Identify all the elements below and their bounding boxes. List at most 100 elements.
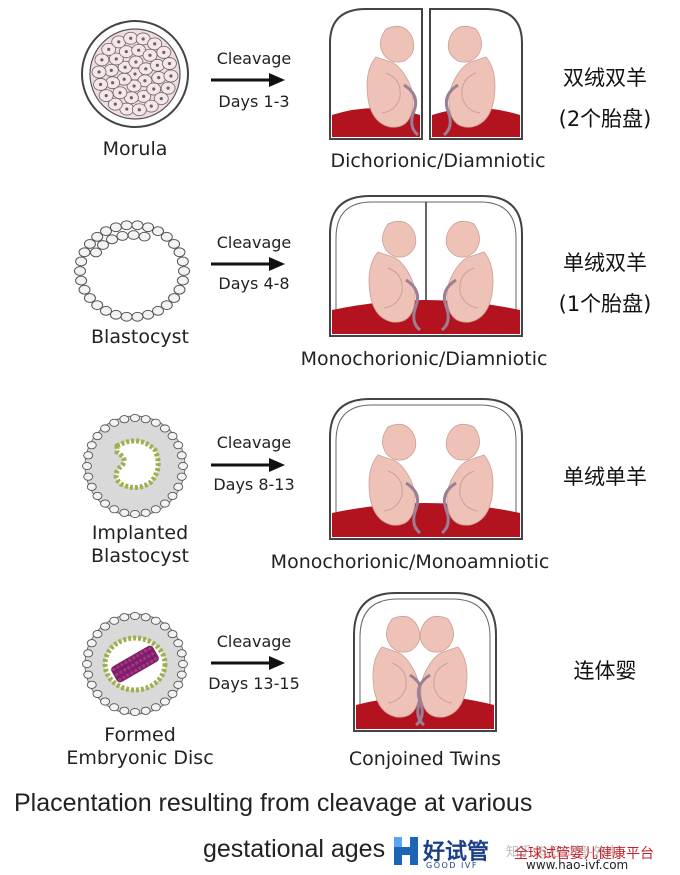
cell-nucleus [169,74,173,78]
inner-cell-mass [116,231,129,241]
cell [140,415,151,424]
monochorionic-monoamniotic-illustration [329,398,523,540]
disc-cell [139,659,143,663]
cell [83,239,96,249]
cell [91,231,104,242]
disc-cell [120,663,124,667]
cell [131,220,144,231]
disc-cell [139,651,144,655]
cell [78,247,91,258]
cell-nucleus [157,76,161,80]
cell-nucleus [155,63,159,67]
cell [92,432,103,441]
cell-nucleus [162,50,166,55]
cell [120,311,133,322]
disc-cell [128,658,132,662]
cell [82,461,92,471]
arrow-icon [211,73,285,87]
cell [140,508,151,517]
cell [130,413,140,423]
cell [86,680,97,689]
chinese-placenta-count: (2个胎盘) [558,107,652,131]
cell [168,239,181,249]
cell-nucleus [98,82,103,87]
cell [159,697,170,706]
cell-nucleus [113,102,117,106]
umbilical-cord [405,481,422,535]
cell-nucleus [153,42,157,46]
cell [100,424,111,433]
disc-cell [149,659,154,663]
cell [109,222,122,233]
disc-cell [153,657,158,661]
cell-nucleus [137,108,141,112]
cell [176,451,187,460]
cell [120,220,133,231]
cell [150,703,161,712]
fetus-limb [459,470,479,512]
cell-nucleus [144,67,148,71]
cell [83,670,94,679]
cell-nucleus [132,84,136,88]
disc-cell [123,668,127,672]
disc-cell [130,671,134,675]
cell [167,689,178,698]
disc-cell [115,672,119,677]
cell [176,256,189,267]
blastocyst-illustration [74,220,190,322]
cell [86,639,97,648]
twin-type-label-mono-di: Monochorionic/Diamniotic [300,348,548,370]
fetus-head [445,220,480,258]
cell [130,707,140,717]
inner-cell-mass [127,230,140,240]
cleavage-label: Cleavage [216,49,292,68]
cell-nucleus [123,65,127,69]
cell [83,649,94,658]
disc-cell [138,666,142,670]
twin-type-label-mono-mono: Monochorionic/Monoamniotic [270,551,550,573]
cell [119,706,130,715]
chinese-label: 单绒双羊 [563,251,647,275]
cell [152,226,164,237]
cell-nucleus [118,91,122,95]
cell-nucleus [143,79,147,83]
cell [83,293,96,303]
embryonic-disc-illustration [82,611,188,717]
cell [83,451,94,460]
chinese-placenta-count: (1个胎盘) [558,292,652,316]
umbilical-cord [414,673,431,727]
cell [173,284,186,295]
cell [92,491,103,500]
arrow-icon [211,656,285,670]
cell-nucleus [133,72,137,76]
disc-cell [147,646,152,651]
cell [109,703,120,712]
fetus-head [445,423,480,461]
disc-cell [146,654,151,658]
stage-label-line1: Formed [104,724,176,746]
days-label: Days 13-15 [208,674,300,693]
disc-cell [143,649,148,653]
cell [173,639,184,648]
fetus-limb [383,267,403,309]
disc-cell [135,661,139,665]
brand-name: 好试管 [423,840,490,865]
disc-cell [142,656,147,661]
disc-cell [126,673,130,677]
cell [150,418,161,427]
cell [173,247,186,258]
fetus-body [368,251,416,323]
cell-nucleus [104,93,108,98]
arrow-icon [211,458,285,472]
disc-cell [134,668,138,673]
cell [75,275,88,286]
cell [74,266,86,276]
cell-nucleus [129,96,133,100]
stage-label-line1: Implanted [91,522,189,544]
cell [150,505,161,514]
chinese-label: 双绒双羊 [563,66,647,90]
days-label: Days 4-8 [218,274,290,293]
fetus-head [382,423,417,461]
disc-cell [145,661,150,666]
cell [159,424,170,433]
